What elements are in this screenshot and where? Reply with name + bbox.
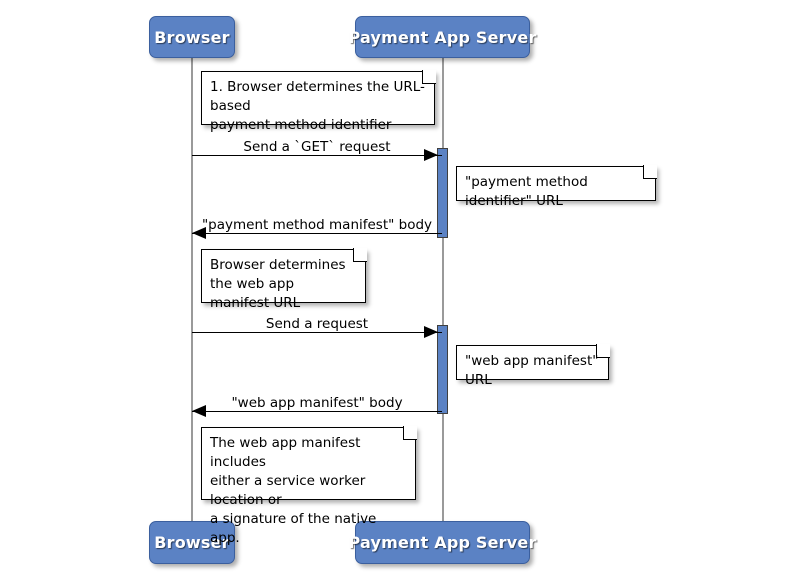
- message-1-line: [192, 155, 442, 156]
- lifeline-payment-app-server: [442, 58, 444, 521]
- lifeline-browser: [191, 58, 193, 521]
- participant-browser-bottom[interactable]: Browser: [149, 521, 235, 564]
- participant-browser-top[interactable]: Browser: [149, 16, 235, 58]
- message-4-arrowhead-icon: [192, 405, 206, 417]
- participant-browser-bottom-label: Browser: [154, 533, 230, 552]
- message-3-label: Send a request: [265, 316, 369, 332]
- note-web-app-manifest-includes: The web app manifest includes either a s…: [201, 426, 417, 546]
- note-5-fold-icon: [402, 426, 417, 441]
- note-3-fold-icon: [352, 248, 367, 263]
- note-browser-determines-web-app-manifest-url: Browser determines the web app manifest …: [201, 248, 367, 311]
- message-2-label: "payment method manifest" body: [201, 217, 433, 233]
- activation-bar-1: [437, 148, 448, 238]
- note-browser-determines-payment-method-identifier: 1. Browser determines the URL-based paym…: [201, 70, 436, 133]
- participant-payment-app-server-bottom-label: Payment App Server: [348, 533, 537, 552]
- participant-payment-app-server-bottom[interactable]: Payment App Server: [348, 521, 536, 564]
- message-3-arrowhead-icon: [424, 326, 438, 338]
- note-2-text: "payment method identifier" URL: [465, 174, 588, 209]
- message-1-label: Send a `GET` request: [243, 139, 391, 155]
- message-1-arrowhead-icon: [424, 149, 438, 161]
- note-payment-method-identifier-url: "payment method identifier" URL: [456, 165, 657, 209]
- message-2-line: [192, 233, 442, 234]
- participant-payment-app-server-top-label: Payment App Server: [348, 27, 537, 47]
- message-4-label: "web app manifest" body: [231, 395, 403, 411]
- note-3-text: Browser determines the web app manifest …: [210, 257, 346, 311]
- note-4-text: "web app manifest" URL: [465, 353, 599, 388]
- participant-payment-app-server-top[interactable]: Payment App Server: [348, 16, 536, 58]
- note-web-app-manifest-url: "web app manifest" URL: [456, 344, 610, 388]
- message-2-arrowhead-icon: [192, 227, 206, 239]
- note-5-text: The web app manifest includes either a s…: [210, 435, 377, 546]
- activation-bar-2: [437, 325, 448, 414]
- note-1-fold-icon: [421, 70, 436, 85]
- note-4-fold-icon: [595, 344, 610, 359]
- participant-browser-top-label: Browser: [154, 27, 230, 47]
- note-2-fold-icon: [642, 165, 657, 180]
- message-3-line: [192, 332, 442, 333]
- note-1-text: 1. Browser determines the URL-based paym…: [210, 79, 425, 133]
- message-4-line: [192, 411, 442, 412]
